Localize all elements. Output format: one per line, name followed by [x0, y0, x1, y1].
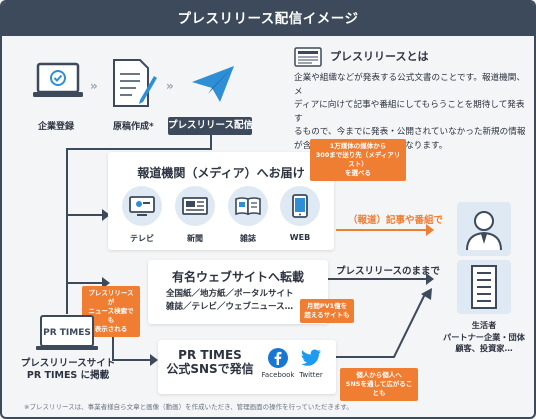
connector-line	[66, 214, 106, 216]
connector-line	[112, 330, 114, 360]
connector-line	[210, 135, 212, 149]
media-label-magazine: 雑誌	[240, 234, 256, 243]
twitter-label: Twitter	[299, 371, 323, 379]
magazine-icon	[228, 186, 268, 226]
arrow-head-icon	[102, 209, 110, 221]
chevron-right-icon: »	[166, 79, 174, 93]
media-arrow-label: （報道）記事や番組で	[348, 215, 444, 226]
newspaper-icon	[175, 186, 215, 226]
header-bar	[2, 2, 534, 36]
step-label-drafting: 原稿作成*	[113, 122, 154, 132]
step-label-registration: 企業登録	[38, 122, 75, 132]
footnote: ※プレスリリースは、事業者様自ら文章と画像（動画）を作成いただき、管理画面の操作…	[24, 403, 353, 411]
page-view-note: 月間PV1億を 超えるサイトも	[300, 299, 354, 323]
sns-card	[158, 340, 336, 394]
paper-plane-icon	[192, 66, 234, 102]
smartphone-icon	[280, 186, 320, 226]
distribution-badge: プレスリリース配信	[168, 117, 253, 135]
arrow-head-icon	[150, 354, 158, 366]
facebook-icon	[268, 348, 288, 368]
arrow-head-icon	[426, 273, 434, 285]
connector-line	[66, 148, 212, 150]
arrow-head-icon	[426, 224, 434, 236]
pr-times-monitor-icon: PR TIMES	[36, 315, 98, 350]
connector-line	[328, 278, 428, 280]
connector-line	[336, 356, 370, 358]
media-label-newspaper: 新聞	[187, 234, 203, 243]
media-card-title: 報道機関（メディア）へお届け	[137, 166, 305, 180]
connector-line	[66, 282, 106, 284]
media-list-note: 1万媒体の媒体から 300まで送り先（メディアリスト） を選べる	[310, 139, 406, 181]
building-icon	[457, 260, 511, 314]
sns-arrow	[368, 288, 432, 358]
orange-arrow-line	[336, 229, 428, 231]
tv-icon	[122, 186, 162, 226]
web-arrow-label: プレスリリースのままで	[336, 266, 441, 277]
web-card-sites: 全国紙／地方紙／ポータルサイト 雑誌／テレビ／ウェブニュース…	[166, 289, 294, 312]
document-pen-icon	[113, 59, 157, 107]
twitter-icon	[300, 349, 321, 366]
media-label-web: WEB	[289, 233, 311, 242]
audience-label: 生活者 パートナー企業・団体 顧客、投資家…	[443, 320, 525, 353]
facebook-label: Facebook	[261, 371, 295, 379]
sns-spread-note: 個人から個人へ SNSを通して広がることも	[340, 368, 418, 401]
web-card	[148, 260, 328, 324]
laptop-check-icon	[33, 62, 83, 97]
pr-times-logo: PR TIMES	[43, 328, 91, 338]
media-label-tv: テレビ	[130, 234, 154, 243]
press-release-icon	[294, 47, 322, 67]
site-label: プレスリリースサイト PR TIMES に掲載	[20, 358, 116, 381]
sns-card-title: PR TIMES 公式SNSで発信	[166, 348, 254, 376]
definition-title: プレスリリースとは	[330, 50, 429, 63]
web-card-title: 有名ウェブサイトへ転載	[171, 270, 304, 284]
chevron-right-icon: »	[90, 79, 98, 93]
person-icon	[457, 202, 511, 256]
page-title: プレスリリース配信イメージ	[177, 11, 359, 27]
connector-line	[66, 148, 68, 314]
connector-line	[112, 359, 154, 361]
